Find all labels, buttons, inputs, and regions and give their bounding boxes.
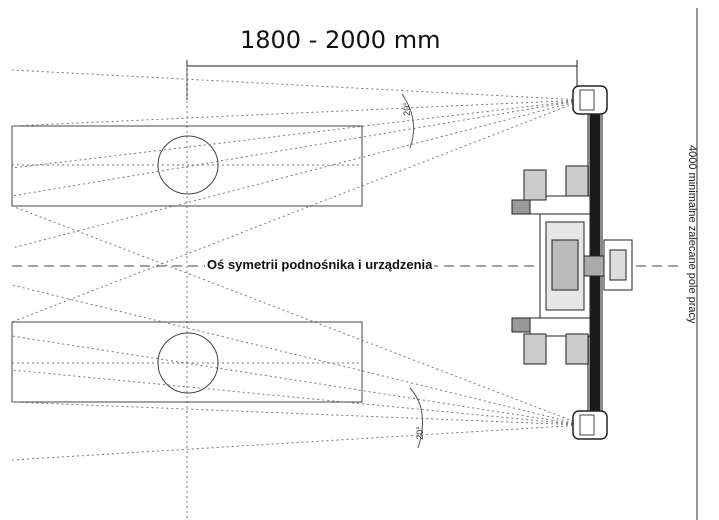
dimension-label: 1800 - 2000 mm: [240, 26, 441, 54]
angle-label-bottom: 20°: [414, 426, 425, 440]
wheel-top: [11, 125, 363, 207]
working-area-label: 4000 minimalne zalecane pole pracy: [686, 145, 698, 324]
sight-lines-bottom: [11, 205, 584, 461]
camera-head-top: [572, 85, 608, 115]
camera-head-bottom: [572, 410, 608, 440]
console-cabinet: [511, 165, 633, 365]
angle-arc-bottom: [409, 387, 423, 449]
dimension-line: [186, 60, 578, 100]
sight-lines-top: [11, 69, 584, 323]
angle-arc-top: [401, 93, 415, 149]
angle-label-top: 20°: [401, 102, 412, 116]
symmetry-axis-label: Oś symetrii podnośnika i urządzenia: [205, 257, 435, 272]
